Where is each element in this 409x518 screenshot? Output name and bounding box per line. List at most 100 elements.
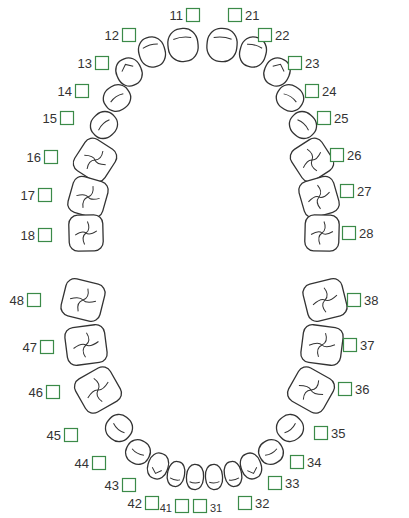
tooth-groove bbox=[120, 62, 133, 72]
tooth-number: 24 bbox=[322, 85, 336, 98]
tooth-number: 46 bbox=[29, 386, 43, 399]
tooth-groove bbox=[75, 221, 97, 245]
tooth-crown bbox=[297, 174, 342, 219]
tooth-outline bbox=[166, 27, 200, 63]
tooth-groove bbox=[79, 144, 111, 176]
tooth-crown bbox=[205, 27, 238, 63]
tooth-groove bbox=[68, 285, 99, 315]
tooth-groove bbox=[97, 119, 109, 131]
tooth-outline bbox=[297, 174, 342, 219]
tooth-number: 12 bbox=[105, 29, 119, 42]
checkbox bbox=[47, 386, 60, 399]
tooth-groove bbox=[294, 373, 328, 407]
tooth-number: 43 bbox=[105, 479, 119, 492]
tooth-number: 27 bbox=[357, 185, 371, 198]
tooth-outline bbox=[205, 464, 224, 490]
checkbox bbox=[339, 383, 352, 396]
checkbox bbox=[194, 500, 207, 513]
tooth-outline bbox=[99, 80, 135, 116]
checkbox bbox=[41, 341, 54, 354]
checkbox bbox=[123, 29, 136, 42]
checkbox bbox=[96, 57, 109, 70]
tooth-number: 11 bbox=[170, 9, 184, 22]
tooth-crown bbox=[305, 215, 340, 252]
tooth-number: 26 bbox=[347, 149, 361, 162]
tooth-number: 16 bbox=[27, 151, 41, 164]
checkbox bbox=[39, 229, 52, 242]
tooth-groove bbox=[74, 182, 103, 211]
tooth-groove bbox=[190, 482, 200, 484]
tooth-groove bbox=[151, 467, 162, 475]
tooth-outline bbox=[69, 215, 104, 252]
tooth-number: 31 bbox=[210, 503, 222, 514]
tooth-number: 22 bbox=[275, 29, 289, 42]
tooth-outline bbox=[186, 464, 204, 490]
tooth-crown bbox=[99, 80, 135, 116]
tooth-crown bbox=[284, 364, 337, 417]
tooth-number: 14 bbox=[58, 85, 72, 98]
checkbox bbox=[259, 29, 272, 42]
checkbox bbox=[146, 497, 159, 510]
tooth-number: 42 bbox=[128, 497, 142, 510]
checkbox bbox=[93, 457, 106, 470]
tooth-outline bbox=[305, 215, 340, 252]
tooth-groove bbox=[131, 449, 144, 457]
checkbox bbox=[348, 294, 361, 307]
tooth-number: 13 bbox=[78, 57, 92, 70]
tooth-groove bbox=[81, 373, 115, 407]
checkbox bbox=[123, 479, 136, 492]
tooth-number: 15 bbox=[43, 112, 57, 125]
tooth-outline bbox=[71, 364, 125, 417]
tooth-number: 36 bbox=[355, 383, 369, 396]
tooth-groove bbox=[112, 423, 124, 434]
tooth-groove bbox=[209, 482, 219, 484]
tooth-crown bbox=[69, 215, 104, 252]
tooth-groove bbox=[284, 93, 297, 103]
tooth-groove bbox=[214, 36, 232, 39]
tooth-number: 17 bbox=[21, 189, 35, 202]
tooth-outline bbox=[135, 34, 168, 70]
tooth-groove bbox=[247, 467, 258, 475]
tooth-number: 35 bbox=[331, 427, 345, 440]
tooth-groove bbox=[273, 62, 286, 72]
tooth-crown bbox=[64, 324, 108, 367]
checkbox bbox=[39, 189, 52, 202]
tooth-groove bbox=[311, 221, 333, 245]
tooth-number: 45 bbox=[47, 429, 61, 442]
tooth-groove bbox=[142, 43, 157, 49]
tooth-number: 47 bbox=[23, 341, 37, 354]
checkbox bbox=[269, 477, 282, 490]
teeth bbox=[59, 27, 349, 490]
tooth-number: 25 bbox=[334, 112, 348, 125]
checkbox bbox=[289, 57, 302, 70]
tooth-outline bbox=[66, 174, 111, 219]
tooth-number: 37 bbox=[360, 339, 374, 352]
tooth-crown bbox=[59, 277, 107, 324]
tooth-crown bbox=[135, 34, 168, 70]
tooth-outline bbox=[272, 80, 308, 116]
tooth-groove bbox=[265, 449, 277, 457]
tooth-crown bbox=[165, 460, 186, 488]
tooth-number: 18 bbox=[21, 229, 35, 242]
checkbox bbox=[239, 497, 252, 510]
tooth-outline bbox=[300, 324, 344, 367]
checkbox bbox=[176, 500, 189, 513]
tooth-groove bbox=[296, 144, 328, 176]
checkbox bbox=[229, 9, 242, 22]
tooth-outline bbox=[301, 277, 349, 324]
checkbox bbox=[187, 9, 200, 22]
tooth-number: 38 bbox=[364, 294, 378, 307]
checkbox bbox=[76, 85, 89, 98]
tooth-outline bbox=[284, 364, 337, 417]
checkboxes bbox=[28, 9, 361, 513]
tooth-number: 44 bbox=[75, 457, 89, 470]
tooth-groove bbox=[297, 119, 309, 130]
tooth-number: 32 bbox=[255, 497, 269, 510]
tooth-outline bbox=[165, 460, 186, 488]
checkbox bbox=[315, 427, 328, 440]
checkbox bbox=[291, 456, 304, 469]
tooth-crown bbox=[166, 27, 200, 63]
tooth-number: 48 bbox=[10, 294, 24, 307]
tooth-outline bbox=[64, 324, 108, 367]
